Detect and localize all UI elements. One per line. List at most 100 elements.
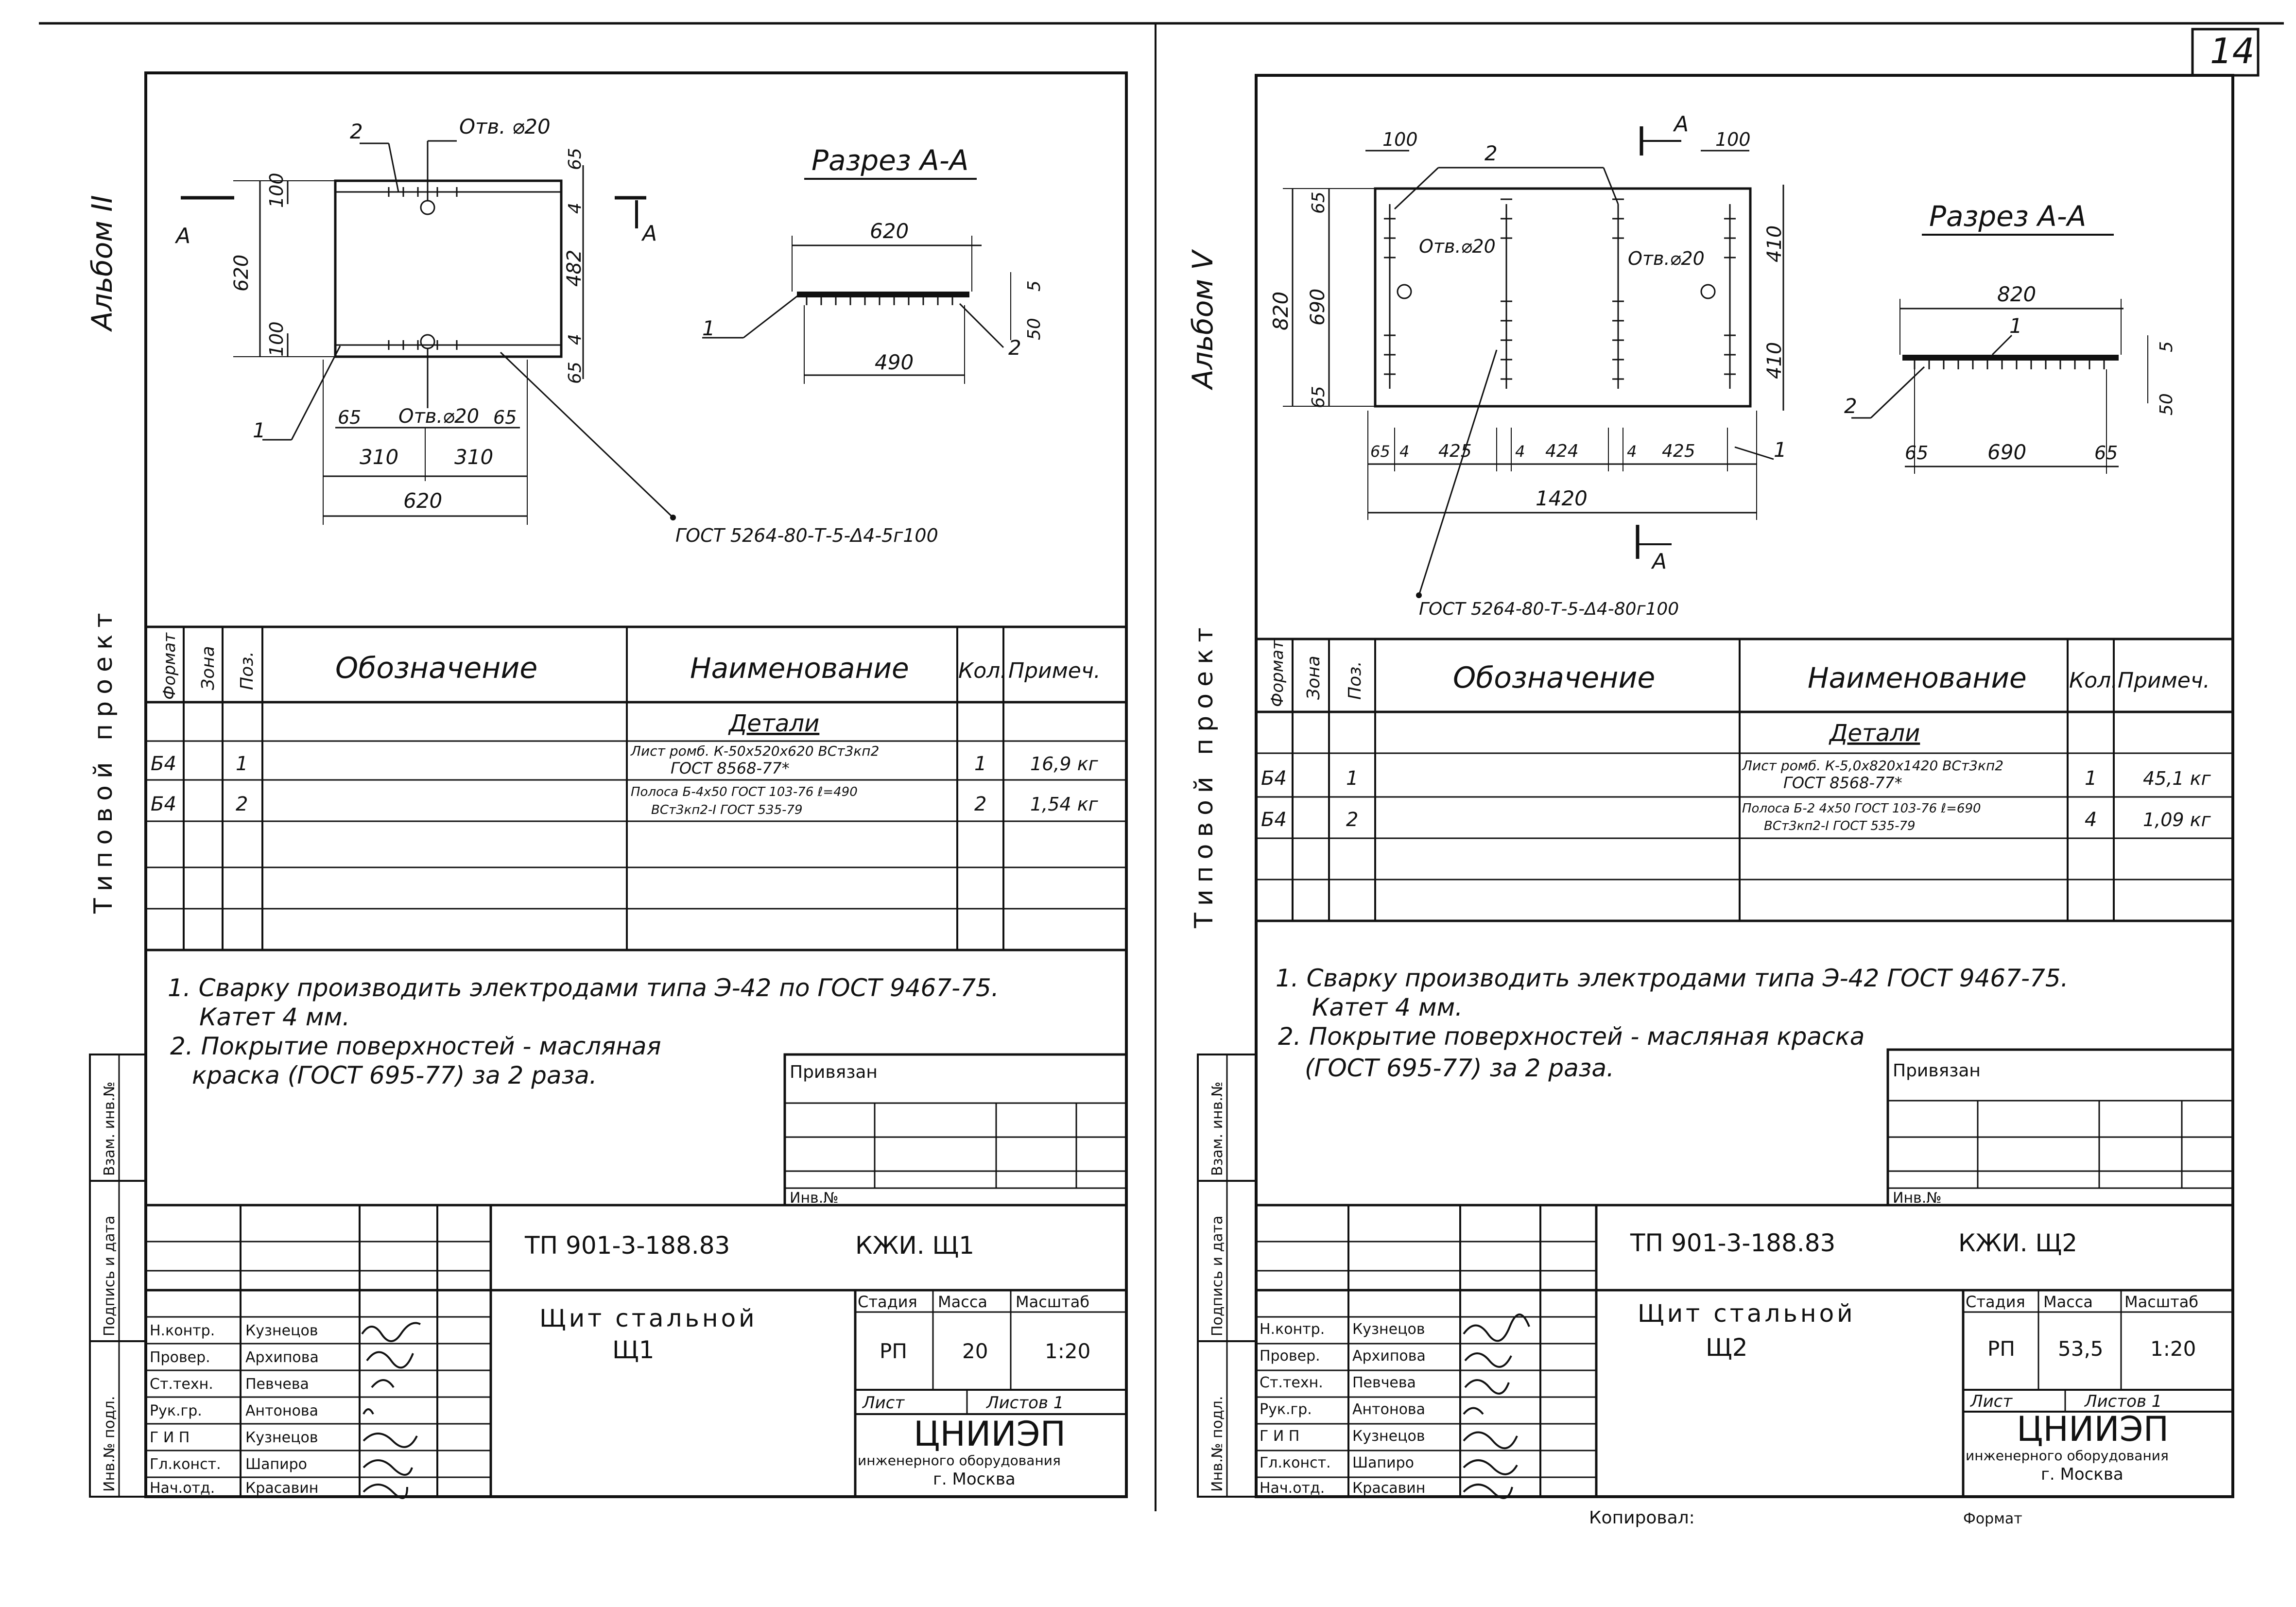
row2-format: Б4 (151, 793, 176, 815)
role-7: Нач.отд. (150, 1480, 215, 1497)
name-3: Певчева (245, 1376, 309, 1393)
stage-label: Стадия (858, 1293, 917, 1311)
note-2: 2. Покрытие поверхностей - масляная (170, 1032, 661, 1060)
row21-format: Б4 (1261, 767, 1287, 790)
note2-2b: (ГОСТ 695-77) за 2 раза. (1305, 1054, 1614, 1082)
row1-note: 16,9 кг (1030, 753, 1099, 775)
section-mark-left: А (174, 224, 190, 248)
note2-2: 2. Покрытие поверхностей - масляная крас… (1278, 1022, 1864, 1051)
note2-1b: Катет 4 мм. (1312, 993, 1463, 1021)
name-6: Шапиро (245, 1456, 307, 1473)
stage-value: РП (880, 1339, 907, 1363)
binding2-inv: Инв.№ (1893, 1190, 1941, 1207)
plan-dim-right-4a: 4 (565, 203, 585, 214)
row21-qty: 1 (2085, 767, 2097, 790)
signature-marks-2 (1463, 1313, 1530, 1499)
mass-value: 20 (962, 1339, 988, 1363)
sheet-frame (144, 71, 1128, 1498)
row22-format: Б4 (1261, 809, 1287, 831)
org-name: ЦНИИЭП (914, 1414, 1066, 1454)
plan-dim-top-offset: 100 (266, 173, 287, 208)
role-4: Рук.гр. (150, 1402, 202, 1419)
plan-view: А А 620 100 100 65 4 482 4 65 Отв. ⌀20 2 (174, 115, 676, 525)
row2-note: 1,54 кг (1030, 794, 1099, 815)
row22-name-1: Полоса Б-2 4х50 ГОСТ 103-76 ℓ=690 (1742, 801, 1981, 816)
name2-3: Певчева (1352, 1374, 1416, 1391)
plan-dim-right-65: 65 (493, 407, 517, 428)
col-name: Наименование (690, 652, 909, 685)
role2-7: Нач.отд. (1260, 1480, 1325, 1497)
notes-2: 1. Сварку производить электродами типа Э… (1276, 964, 2069, 1082)
row2-name-2: ВСт3кп2-I ГОСТ 535-79 (651, 803, 803, 817)
plan2-mark-top: А (1673, 112, 1689, 137)
name2-5: Кузнецов (1352, 1428, 1425, 1445)
plan2-dim-height: 820 (1269, 292, 1293, 330)
weld-standard-2: ГОСТ 5264-80-Т-5-Δ4-80г100 (1419, 599, 1679, 619)
section2-dim-top: 820 (1997, 282, 2036, 306)
note-1: 1. Сварку производить электродами типа Э… (168, 974, 999, 1002)
plan-hole-bottom: Отв.⌀20 (398, 405, 479, 428)
title-block-2: ТП 901-3-188.83 КЖИ. Щ2 Щит стальной Щ2 … (1256, 1204, 2233, 1499)
name-1: Кузнецов (245, 1322, 318, 1339)
doc2-title-2: Щ2 (1706, 1333, 1748, 1362)
side2-col-3: Инв.№ подл. (1209, 1396, 1226, 1492)
doc-title-1: Щит стальной (539, 1304, 758, 1332)
col2-zone: Зона (1304, 656, 1324, 700)
row2-qty: 2 (974, 793, 986, 815)
name2-1: Кузнецов (1352, 1321, 1425, 1338)
plan2-hole-left: Отв.⌀20 (1419, 236, 1496, 257)
plan-pos-2: 2 (350, 120, 363, 143)
role-3: Ст.техн. (150, 1376, 213, 1393)
plan-hole-top: Отв. ⌀20 (459, 115, 551, 138)
binding2-title: Привязан (1893, 1061, 1981, 1081)
plan-dim-right-mid: 482 (563, 250, 586, 287)
sheets-label: Листов 1 (985, 1393, 1064, 1413)
role2-3: Ст.техн. (1260, 1374, 1323, 1391)
binding-title: Привязан (790, 1062, 878, 1082)
sheet-right: Альбом V Типовой проект (1186, 74, 2234, 1528)
plan-pos-1: 1 (253, 418, 266, 442)
mass2-value: 53,5 (2058, 1337, 2104, 1361)
col-designation: Обозначение (335, 651, 537, 685)
sheet2-label: Лист (1969, 1392, 2013, 1411)
signature-marks (361, 1322, 421, 1499)
side-col-1: Взам. инв.№ (101, 1082, 118, 1176)
section-dim-bottom: 490 (875, 350, 914, 374)
plan2-dim-bottom-65: 65 (1309, 386, 1329, 408)
plan2-seg-424: 424 (1545, 441, 1579, 461)
note-1b: Катет 4 мм. (199, 1003, 350, 1031)
name2-2: Архипова (1352, 1348, 1426, 1365)
section-view: Разрез А-А 620 490 5 50 1 2 (675, 144, 1044, 546)
section-view-2: Разрез А-А 820 65 690 65 1 2 (1844, 200, 2176, 474)
section2-pos-2: 2 (1844, 394, 1857, 418)
row1-name-1: Лист ромб. К-50х520х620 ВСт3кп2 (630, 743, 879, 759)
org-city: г. Москва (933, 1469, 1016, 1489)
col2-designation: Обозначение (1453, 661, 1655, 695)
binding-block-2: Привязан Инв.№ (1886, 1048, 2234, 1207)
plan2-dim-top-left: 100 (1382, 129, 1418, 150)
project-label-2: Типовой проект (1190, 621, 1219, 929)
plan2-seg-4b: 4 (1515, 442, 1525, 461)
role-6: Гл.конст. (150, 1456, 221, 1473)
side-columns-2: Взам. инв.№ Подпись и дата Инв.№ подл. (1197, 1054, 1257, 1498)
side-columns: Взам. инв.№ Подпись и дата Инв.№ подл. (89, 1054, 147, 1498)
plan-dim-half-left: 310 (360, 445, 398, 469)
role-5: Г И П (150, 1429, 190, 1446)
scale2-label: Масштаб (2124, 1293, 2198, 1311)
stage2-value: РП (1987, 1337, 2015, 1361)
section-dim-top: 620 (870, 219, 909, 243)
role2-1: Н.контр. (1260, 1321, 1325, 1338)
col2-pos: Поз. (1345, 661, 1365, 700)
plan-dim-half-right: 310 (454, 445, 493, 469)
album-label-2: Альбом V (1186, 249, 1219, 391)
section2-pos-1: 1 (2009, 314, 2022, 338)
mass-label: Масса (938, 1293, 987, 1311)
col2-name: Наименование (1808, 661, 2027, 694)
section2-dim-5: 5 (2157, 341, 2176, 352)
doc2-code: ТП 901-3-188.83 (1630, 1229, 1835, 1257)
copy-note: Копировал: (1589, 1508, 1695, 1528)
plan-dim-right-4b: 4 (565, 334, 585, 345)
stage2-label: Стадия (1966, 1293, 2025, 1311)
note2-1: 1. Сварку производить электродами типа Э… (1276, 964, 2069, 992)
org2-city: г. Москва (2041, 1465, 2123, 1484)
